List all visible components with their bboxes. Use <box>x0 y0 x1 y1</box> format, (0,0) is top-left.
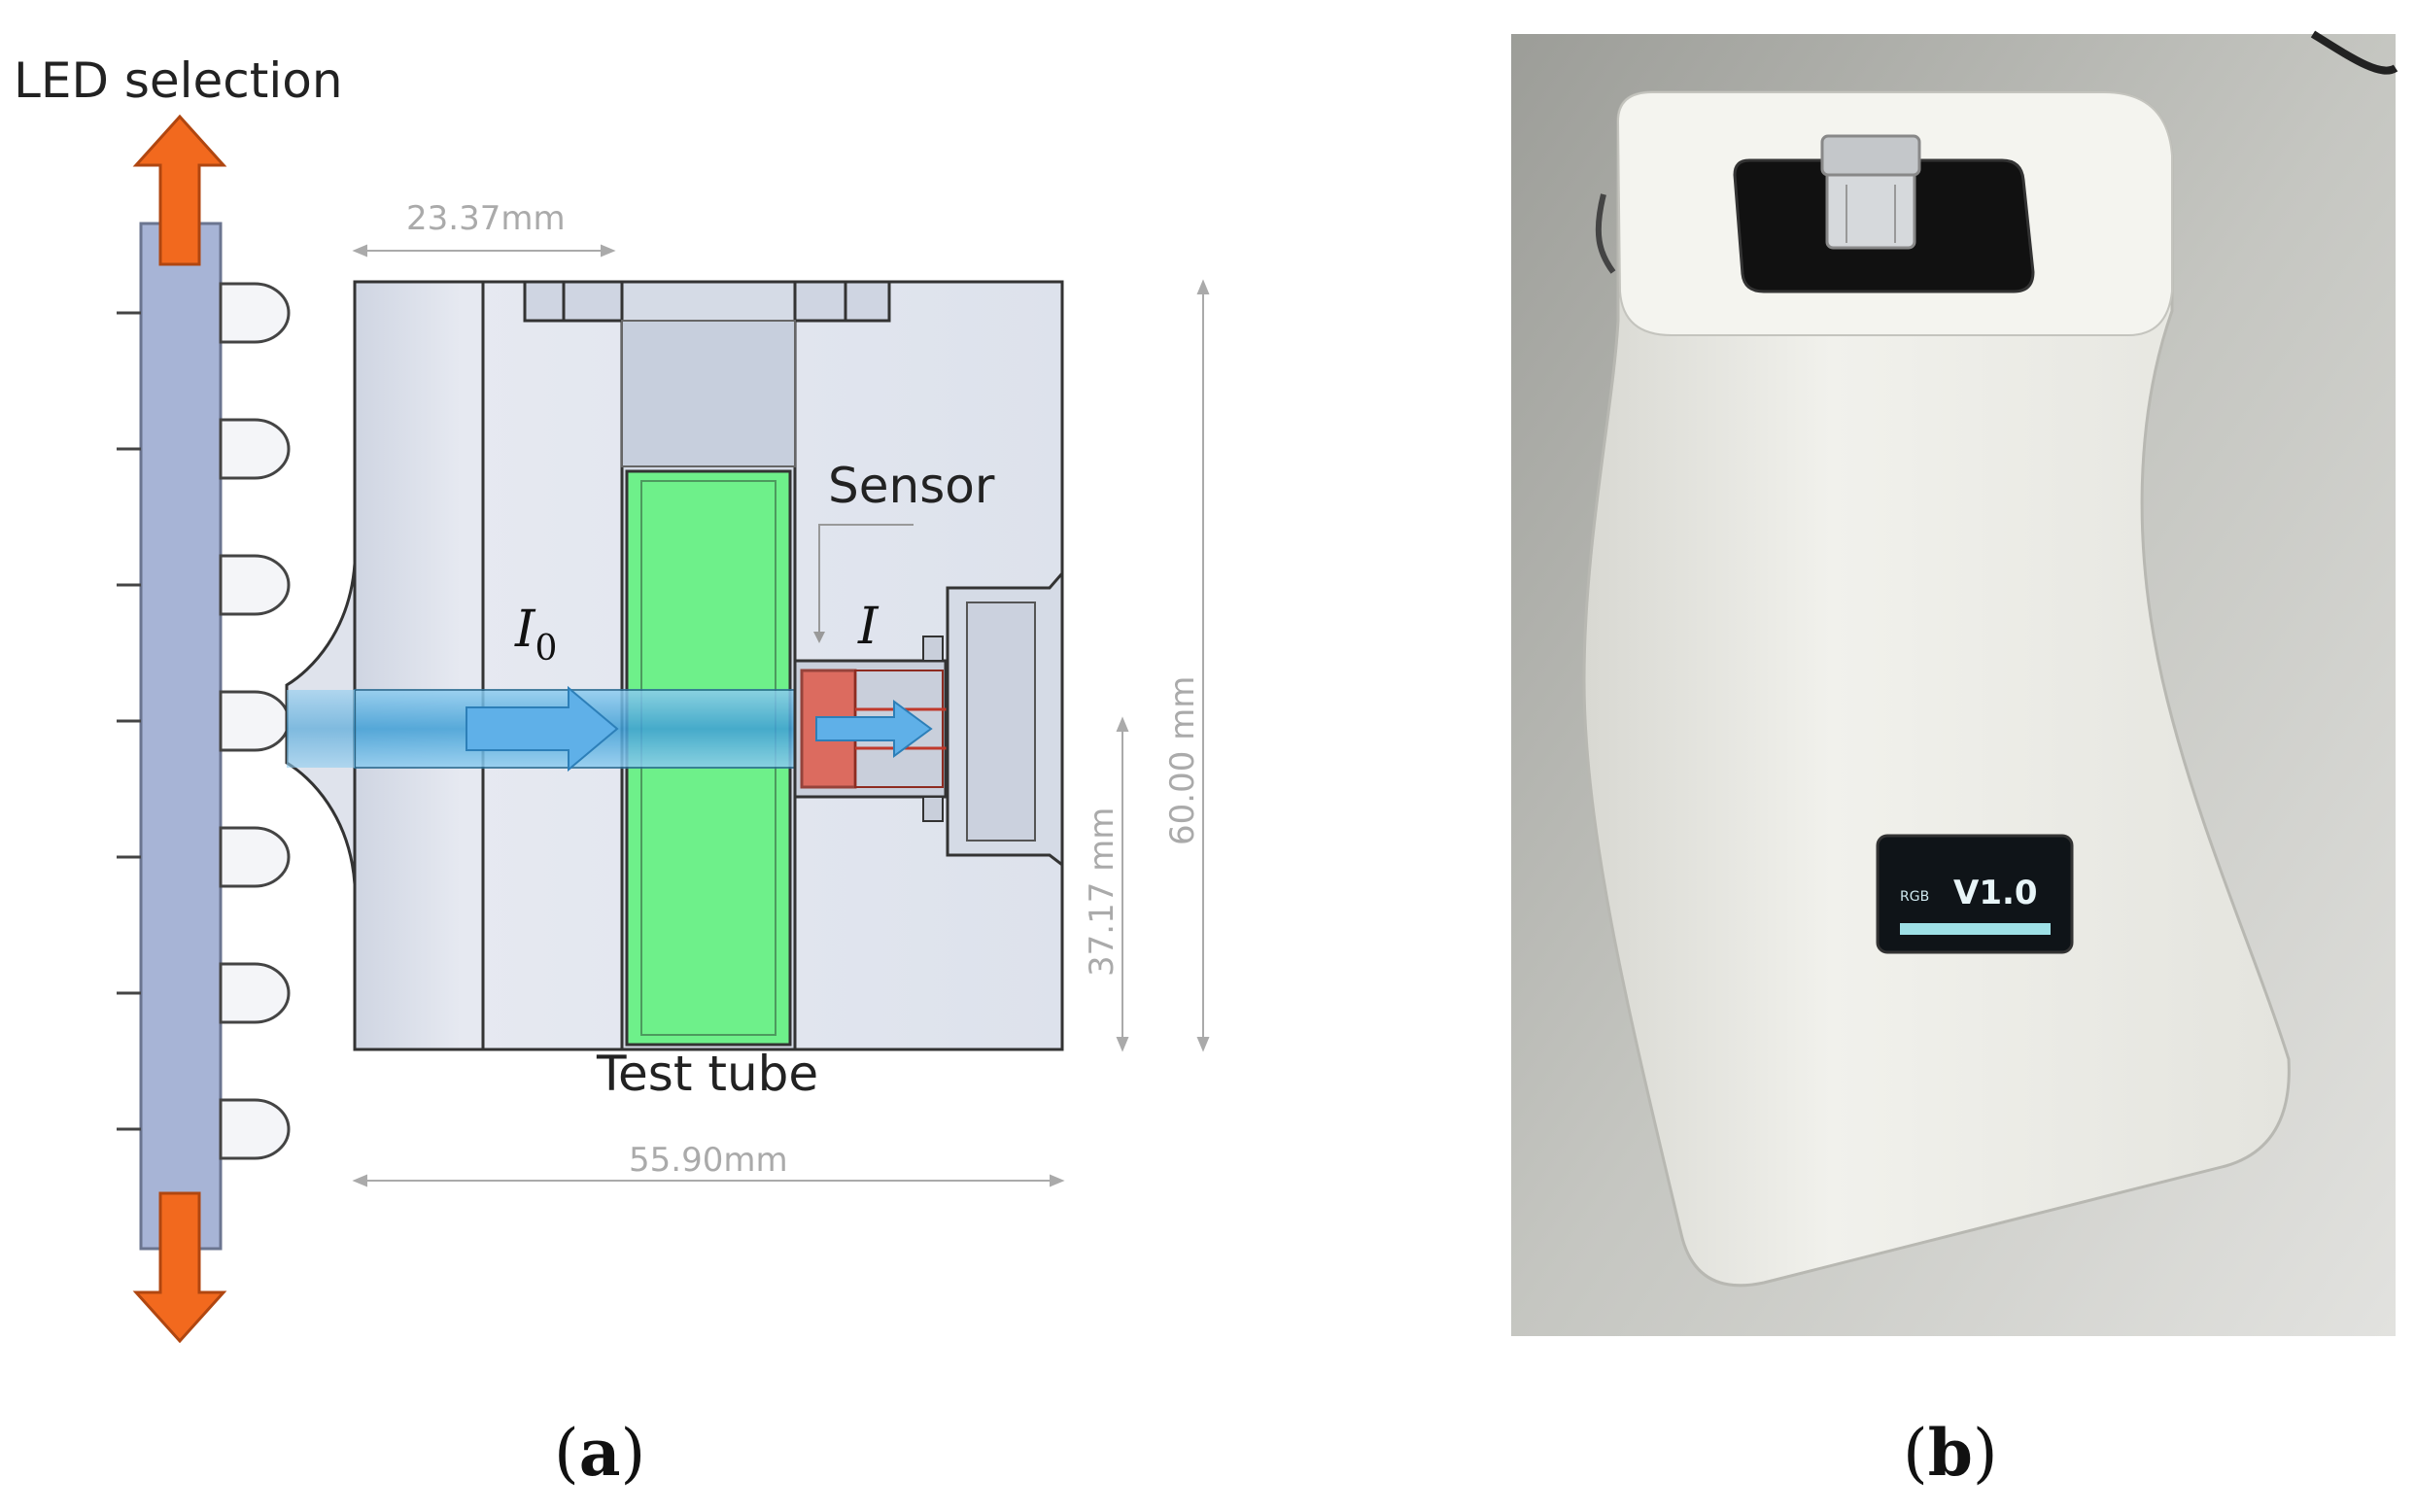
dimension-beam-height <box>1116 716 1129 1052</box>
sensor-leader-line <box>818 524 914 636</box>
dimension-bottom-width <box>352 1174 1065 1187</box>
test-tube-label: Test tube <box>596 1046 818 1102</box>
caption-a: (a) <box>554 1415 645 1491</box>
display-small-text: RGB <box>1900 889 1929 905</box>
dimension-beam-height-label: 37.17 mm <box>1083 808 1121 977</box>
led-strip <box>139 222 223 1251</box>
dimension-top-width-label: 23.37mm <box>406 199 566 238</box>
dimension-total-height-label: 60.00 mm <box>1163 676 1202 845</box>
panel-a: LED selection <box>14 52 1210 1491</box>
i-label: I <box>857 598 880 656</box>
dimension-top-width <box>352 244 616 258</box>
led-array <box>117 282 291 1160</box>
down-arrow-icon <box>132 1191 227 1344</box>
led-icon <box>117 1098 291 1160</box>
caption-b: (b) <box>1903 1415 1998 1491</box>
led-icon <box>117 418 291 480</box>
led-icon <box>117 826 291 888</box>
display-progress-bar <box>1900 923 2051 935</box>
led-selection-label: LED selection <box>14 52 343 109</box>
led-icon <box>117 554 291 616</box>
device-body <box>1582 90 2291 1288</box>
incident-arrow-icon <box>466 685 619 773</box>
led-icon <box>117 962 291 1024</box>
sensor-label: Sensor <box>828 458 995 514</box>
panel-b: RGB V1.0 (b) <box>1511 30 2398 1491</box>
dimension-total-height <box>1196 279 1210 1052</box>
display-version: V1.0 <box>1953 874 2038 912</box>
transmitted-arrow-icon <box>815 700 933 758</box>
dimension-bottom-width-label: 55.90mm <box>629 1141 788 1180</box>
led-icon <box>117 282 291 344</box>
i0-label: I0 <box>514 601 557 669</box>
up-arrow-icon <box>132 114 227 266</box>
